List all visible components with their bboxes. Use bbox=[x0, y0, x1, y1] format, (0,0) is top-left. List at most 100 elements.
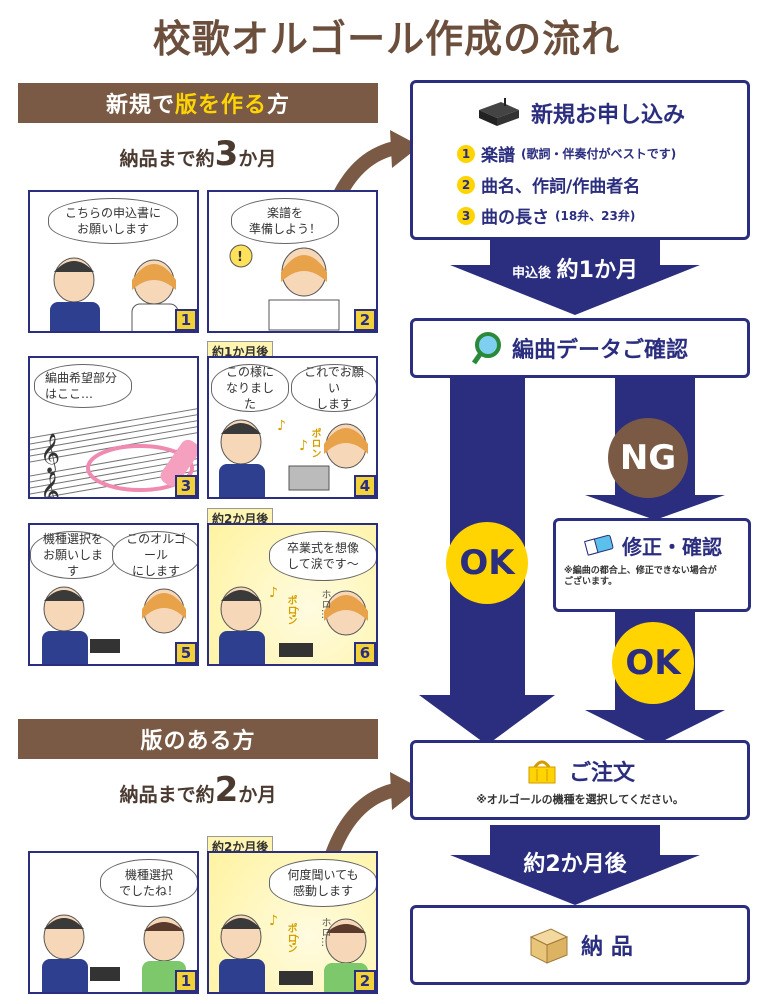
magnifier-icon bbox=[471, 332, 501, 365]
item-number: 3 bbox=[457, 206, 475, 225]
comic-panel-4: この様に なりました これでお願い します ♪ ♪ ポロン 4 bbox=[207, 356, 378, 499]
ng-badge: NG bbox=[608, 418, 688, 498]
svg-text:♪: ♪ bbox=[277, 418, 286, 434]
people-with-music-box-illustration bbox=[42, 914, 186, 992]
fix-title-text: 修正・確認 bbox=[622, 535, 722, 559]
sheet-music-illustration: 𝄞 𝄞 bbox=[30, 408, 197, 499]
people-illustration bbox=[50, 257, 179, 331]
panel-number: 1 bbox=[175, 970, 197, 992]
sound-effect: ポロン bbox=[309, 428, 320, 458]
fix-title: 修正・確認 bbox=[556, 531, 748, 560]
item-sub: (歌詞・伴奏付がベストです) bbox=[521, 147, 677, 161]
existing-delivery-time: 納品まで約2か月 bbox=[18, 770, 378, 810]
panel-number: 5 bbox=[175, 642, 197, 664]
sound-effect: ポロン bbox=[285, 595, 296, 625]
item-sub: (18弁、23弁) bbox=[555, 209, 636, 223]
requirement-item: 2 曲名、作詞/作曲者名 bbox=[457, 172, 747, 197]
people-with-laptop-illustration: ♪ ♪ bbox=[219, 418, 368, 497]
confirm-title-text: 編曲データご確認 bbox=[511, 338, 688, 363]
new-section-banner: 新規で 版を作る 方 bbox=[18, 83, 378, 123]
comic-panel-6: 卒業式を想像 して涙です〜 ♪ ♪ ポロン ホロ… 6 bbox=[207, 523, 378, 666]
speech-bubble: 編曲希望部分 はここ… bbox=[34, 364, 132, 408]
speech-bubble-left: この様に なりました bbox=[211, 364, 289, 412]
people-with-music-box-illustration bbox=[42, 586, 186, 664]
apply-title-text: 新規お申し込み bbox=[530, 103, 685, 128]
comic-panel-3: 編曲希望部分 はここ… 𝄞 𝄞 3 bbox=[28, 356, 199, 499]
speech-bubble-left: 機種選択を お願いします bbox=[30, 531, 116, 579]
arrow1-label: 申込後 約1か月 bbox=[490, 252, 660, 284]
panel-number: 6 bbox=[354, 642, 376, 664]
sound-effect: ポロン bbox=[285, 923, 296, 953]
existing-comic-panel-2: 何度聞いても 感動します ♪ ♪ ポロン ホロ… 2 bbox=[207, 851, 378, 994]
panel-number: 2 bbox=[354, 970, 376, 992]
comic-panel-2: 楽譜を 準備しよう！ ! 2 bbox=[207, 190, 378, 333]
speech-bubble: 何度聞いても 感動します bbox=[269, 859, 376, 907]
people-listening-illustration: ♪ ♪ bbox=[219, 913, 368, 992]
eraser-icon bbox=[584, 534, 614, 556]
arrow1-main: 約1か月 bbox=[556, 258, 638, 283]
speech-bubble: こちらの申込書に お願いします bbox=[48, 198, 178, 244]
svg-text:♪: ♪ bbox=[291, 933, 300, 949]
delivery-num: 3 bbox=[214, 134, 239, 174]
requirement-item: 1 楽譜 (歌詞・伴奏付がベストです) bbox=[457, 141, 747, 166]
delivery-title: 納 品 bbox=[413, 908, 747, 982]
ok-badge-right: OK bbox=[612, 622, 694, 704]
fix-note: ※編曲の都合上、修正できない場合が ございます。 bbox=[564, 566, 717, 587]
confirm-title: 編曲データご確認 bbox=[413, 321, 747, 375]
svg-text:♪: ♪ bbox=[269, 913, 278, 929]
page-title: 校歌オルゴール作成の流れ bbox=[152, 17, 621, 61]
banner-suffix: 方 bbox=[267, 93, 291, 118]
requirement-list: 1 楽譜 (歌詞・伴奏付がベストです) 2 曲名、作詞/作曲者名 3 曲の長さ (18弁、… bbox=[457, 141, 747, 228]
panel-number: 1 bbox=[175, 309, 197, 331]
comic-panel-1: こちらの申込書に お願いします 1 bbox=[28, 190, 199, 333]
requirement-item: 3 曲の長さ (18弁、23弁) bbox=[457, 203, 747, 228]
ok-badge-left: OK bbox=[446, 522, 528, 604]
panel-number: 2 bbox=[354, 309, 376, 331]
panel-number: 3 bbox=[175, 475, 197, 497]
svg-text:𝄞: 𝄞 bbox=[40, 471, 60, 499]
item-label: 曲の長さ bbox=[481, 208, 549, 228]
existing-section-banner: 版のある方 bbox=[18, 719, 378, 759]
delivery-num: 2 bbox=[214, 770, 239, 810]
delivery-suffix: か月 bbox=[238, 784, 277, 806]
delivery-box: 納 品 bbox=[410, 905, 750, 985]
banner-prefix: 新規で bbox=[105, 93, 175, 118]
order-title: ご注文 bbox=[413, 755, 747, 787]
panel-number: 4 bbox=[354, 475, 376, 497]
confirm-box: 編曲データご確認 bbox=[410, 318, 750, 378]
svg-text:♪: ♪ bbox=[291, 605, 300, 621]
speech-bubble: 卒業式を想像 して涙です〜 bbox=[269, 531, 376, 581]
order-title-text: ご注文 bbox=[568, 761, 635, 786]
sound-effect-tears: ホロ… bbox=[319, 589, 330, 619]
delivery-prefix: 納品まで約 bbox=[119, 148, 215, 170]
new-delivery-time: 納品まで約3か月 bbox=[18, 134, 378, 174]
speech-bubble-right: これでお願い します bbox=[291, 364, 376, 412]
speech-bubble: 楽譜を 準備しよう！ bbox=[231, 198, 339, 244]
delivery-title-text: 納 品 bbox=[581, 935, 633, 960]
comic-panel-5: 機種選択を お願いします このオルゴール にします 5 bbox=[28, 523, 199, 666]
item-label: 楽譜 bbox=[481, 146, 515, 166]
shopping-basket-icon bbox=[528, 760, 556, 784]
people-listening-illustration: ♪ ♪ bbox=[219, 585, 368, 664]
apply-title: 新規お申し込み bbox=[413, 97, 747, 129]
package-icon bbox=[529, 928, 569, 964]
delivery-prefix: 納品まで約 bbox=[119, 784, 215, 806]
existing-comic-panel-1: 機種選択 でしたね！ 1 bbox=[28, 851, 199, 994]
sound-effect-tears: ホロ… bbox=[319, 917, 330, 947]
speech-bubble: 機種選択 でしたね！ bbox=[100, 859, 197, 907]
order-note: ※オルゴールの機種を選択してください。 bbox=[476, 793, 684, 806]
delivery-suffix: か月 bbox=[238, 148, 277, 170]
music-box-icon bbox=[478, 98, 519, 126]
item-number: 2 bbox=[457, 175, 475, 194]
arrow-to-order bbox=[323, 772, 420, 863]
item-number: 1 bbox=[457, 144, 475, 163]
woman-with-sheet-illustration: ! bbox=[229, 244, 340, 331]
speech-bubble-right: このオルゴール にします bbox=[112, 531, 197, 579]
svg-text:!: ! bbox=[237, 250, 243, 265]
order-box: ご注文 ※オルゴールの機種を選択してください。 bbox=[410, 740, 750, 820]
svg-text:♪: ♪ bbox=[299, 438, 308, 454]
arrow2-label: 約2か月後 bbox=[523, 852, 627, 877]
fix-box: 修正・確認 ※編曲の都合上、修正できない場合が ございます。 bbox=[553, 518, 751, 612]
item-label: 曲名、作詞/作曲者名 bbox=[481, 177, 641, 197]
